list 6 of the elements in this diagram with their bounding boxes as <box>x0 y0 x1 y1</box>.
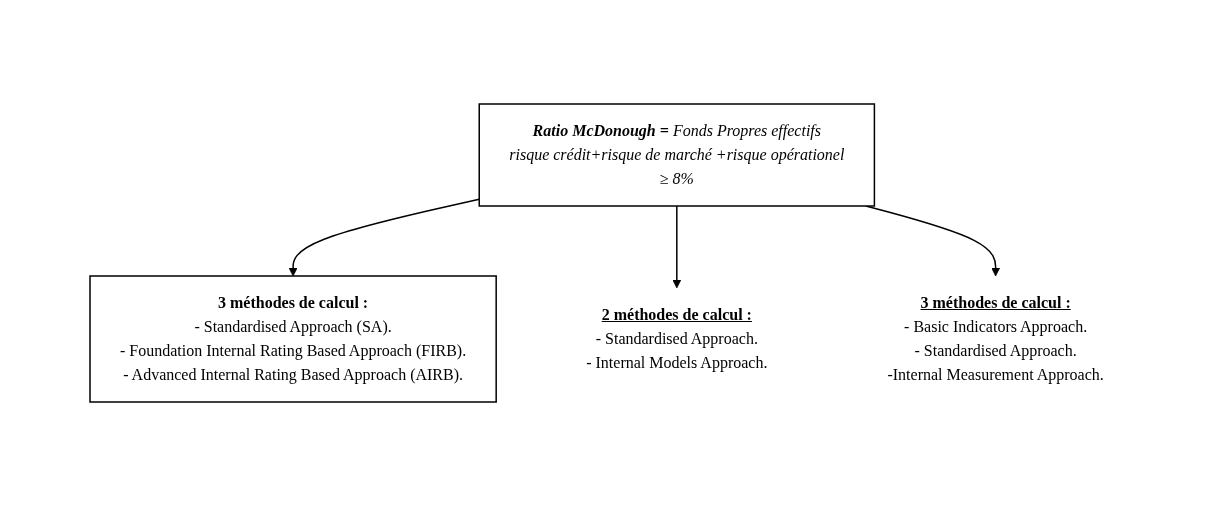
node-text: 3 méthodes de calcul : - Basic Indicators Approach. - Standardised Approach. -Internal Measurement Approach. <box>887 294 1104 383</box>
arrow <box>288 198 481 277</box>
arrow <box>672 205 682 289</box>
node-box: 3 méthodes de calcul : - Standardised Approach (SA). - Foundation Internal Rating Based Approach (FIRB). - Advanced Internal Rating Based Approach (AIRB). <box>89 275 497 403</box>
node-box: Ratio McDonough = Fonds Propres effectifs risque crédit+risque de marché +risque opérationel ≥ 8% <box>478 103 876 207</box>
node-text: 2 méthodes de calcul : - Standardised Approach. - Internal Models Approach. <box>586 306 768 371</box>
